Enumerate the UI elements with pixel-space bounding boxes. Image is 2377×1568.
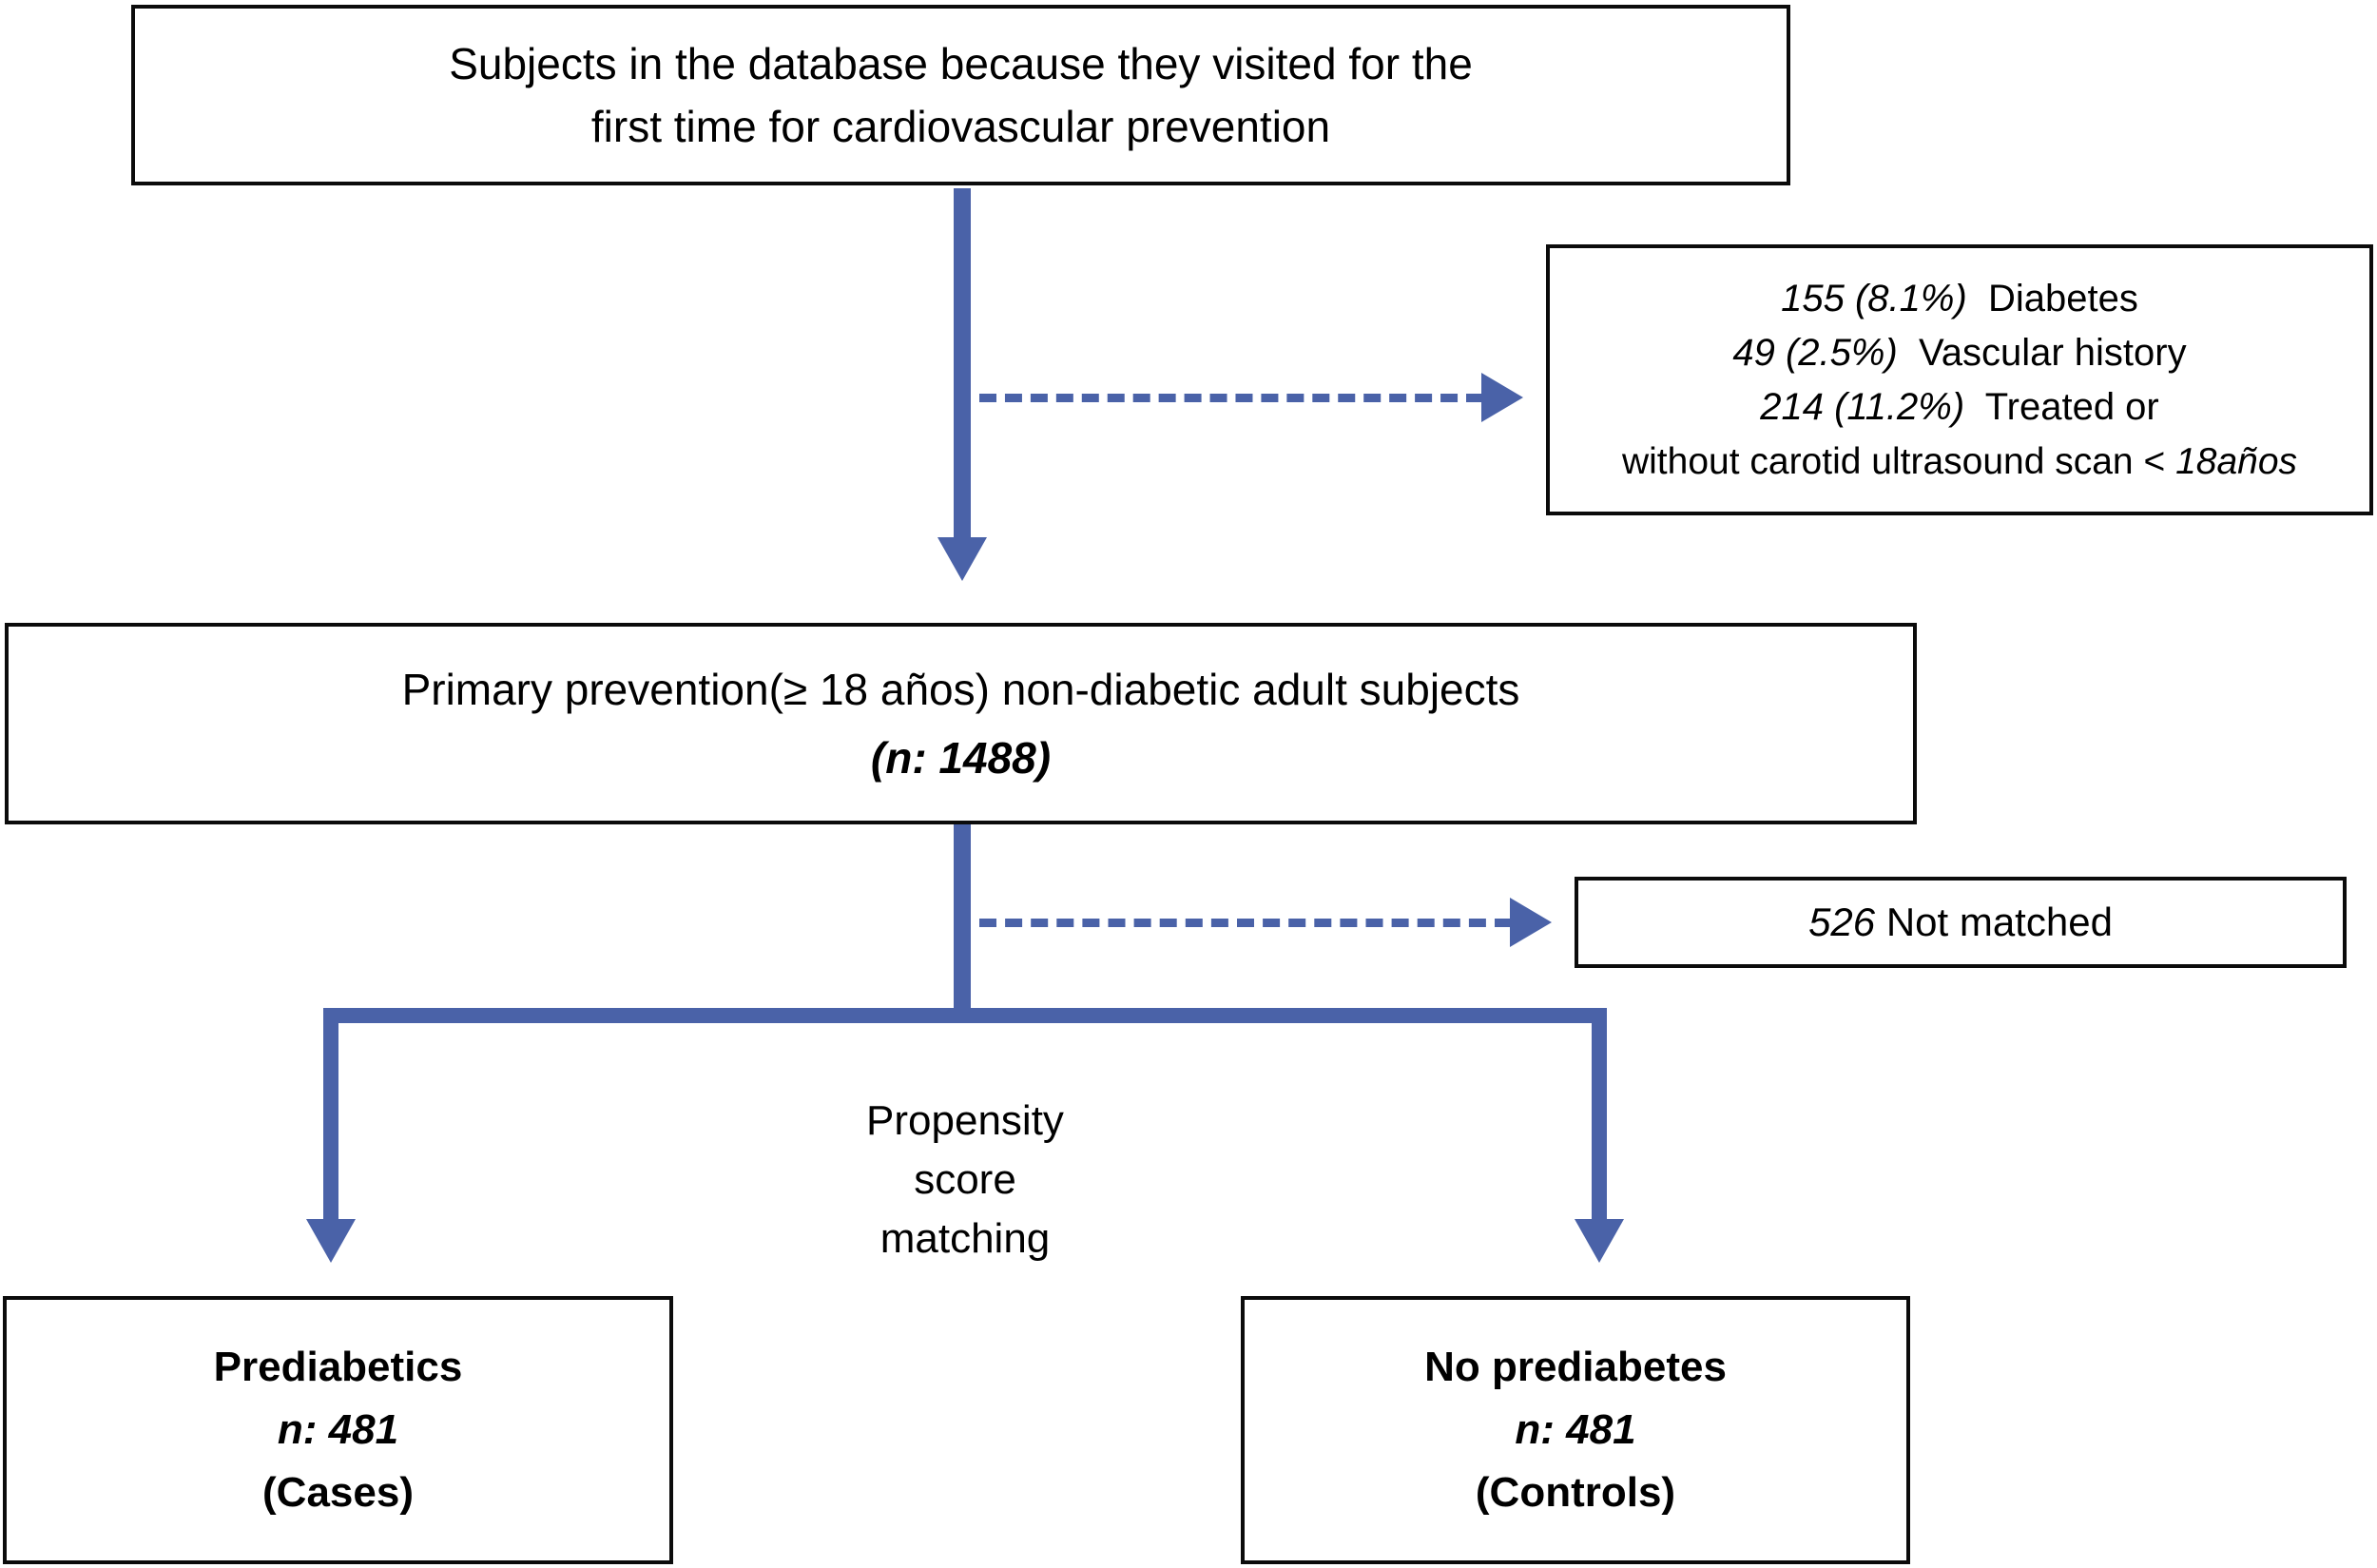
arrowhead-right-icon-exclusions [1481, 373, 1523, 422]
exclusion-row-1-count: 155 (8.1%) [1781, 277, 1967, 319]
exclusion-row-3-count: 214 (11.2%) [1760, 385, 1965, 428]
primary-box-count: (n: 1488) [870, 733, 1052, 783]
controls-box: No prediabetes n: 481 (Controls) [1241, 1296, 1910, 1564]
controls-subtitle: (Controls) [1475, 1469, 1676, 1516]
primary-box-line-1: Primary prevention(≥ 18 años) non-diabet… [401, 665, 1520, 714]
exclusions-box: 155 (8.1%) Diabetes 49 (2.5%) Vascular h… [1546, 244, 2373, 515]
cases-subtitle: (Cases) [262, 1469, 414, 1516]
connector-dashed-to-exclusions [979, 394, 1483, 402]
connector-source-to-primary [954, 188, 971, 542]
connector-split-horizontal-bar [323, 1008, 1607, 1023]
cases-box: Prediabetics n: 481 (Cases) [3, 1296, 673, 1564]
exclusion-row-2-count: 49 (2.5%) [1732, 331, 1898, 374]
arrowhead-right-icon-not-matched [1510, 898, 1552, 947]
arrowhead-down-icon-primary [937, 537, 987, 581]
controls-count: n: 481 [1515, 1406, 1636, 1453]
exclusion-row-3-label: Treated or [1984, 385, 2159, 428]
exclusion-row-3: 214 (11.2%) Treated or [1760, 380, 2159, 435]
exclusion-row-4: without carotid ultrasound scan < 18años [1622, 435, 2297, 489]
source-box-line-1: Subjects in the database because they vi… [449, 39, 1473, 88]
not-matched-row: 526 Not matched [1808, 898, 2113, 947]
exclusion-row-1: 155 (8.1%) Diabetes [1781, 272, 2138, 326]
psm-line-1: Propensity [866, 1097, 1064, 1144]
cases-count: n: 481 [277, 1406, 399, 1453]
source-population-box: Subjects in the database because they vi… [131, 5, 1790, 185]
exclusion-row-2-label: Vascular history [1919, 331, 2187, 374]
arrowhead-down-icon-cases [306, 1219, 356, 1263]
connector-primary-to-split [954, 824, 971, 1015]
psm-line-2: score [914, 1156, 1016, 1203]
not-matched-label: Not matched [1885, 900, 2113, 944]
primary-prevention-box: Primary prevention(≥ 18 años) non-diabet… [5, 623, 1917, 824]
arrowhead-down-icon-controls [1575, 1219, 1624, 1263]
propensity-score-matching-label: Propensity score matching [813, 1092, 1117, 1268]
controls-title: No prediabetes [1424, 1344, 1727, 1390]
connector-split-right-leg [1592, 1008, 1607, 1224]
connector-dashed-to-not-matched [979, 919, 1512, 927]
not-matched-count: 526 [1808, 900, 1876, 944]
exclusion-row-1-label: Diabetes [1988, 277, 2138, 319]
exclusion-row-4-tail: 18años [2175, 440, 2298, 482]
connector-split-left-leg [323, 1008, 338, 1224]
exclusion-row-4-lead: without carotid ultrasound scan < [1621, 440, 2166, 482]
not-matched-box: 526 Not matched [1575, 877, 2347, 968]
psm-line-3: matching [879, 1215, 1051, 1262]
cases-title: Prediabetics [213, 1344, 463, 1390]
source-box-line-2: first time for cardiovascular prevention [590, 102, 1331, 151]
exclusion-row-2: 49 (2.5%) Vascular history [1732, 326, 2186, 380]
